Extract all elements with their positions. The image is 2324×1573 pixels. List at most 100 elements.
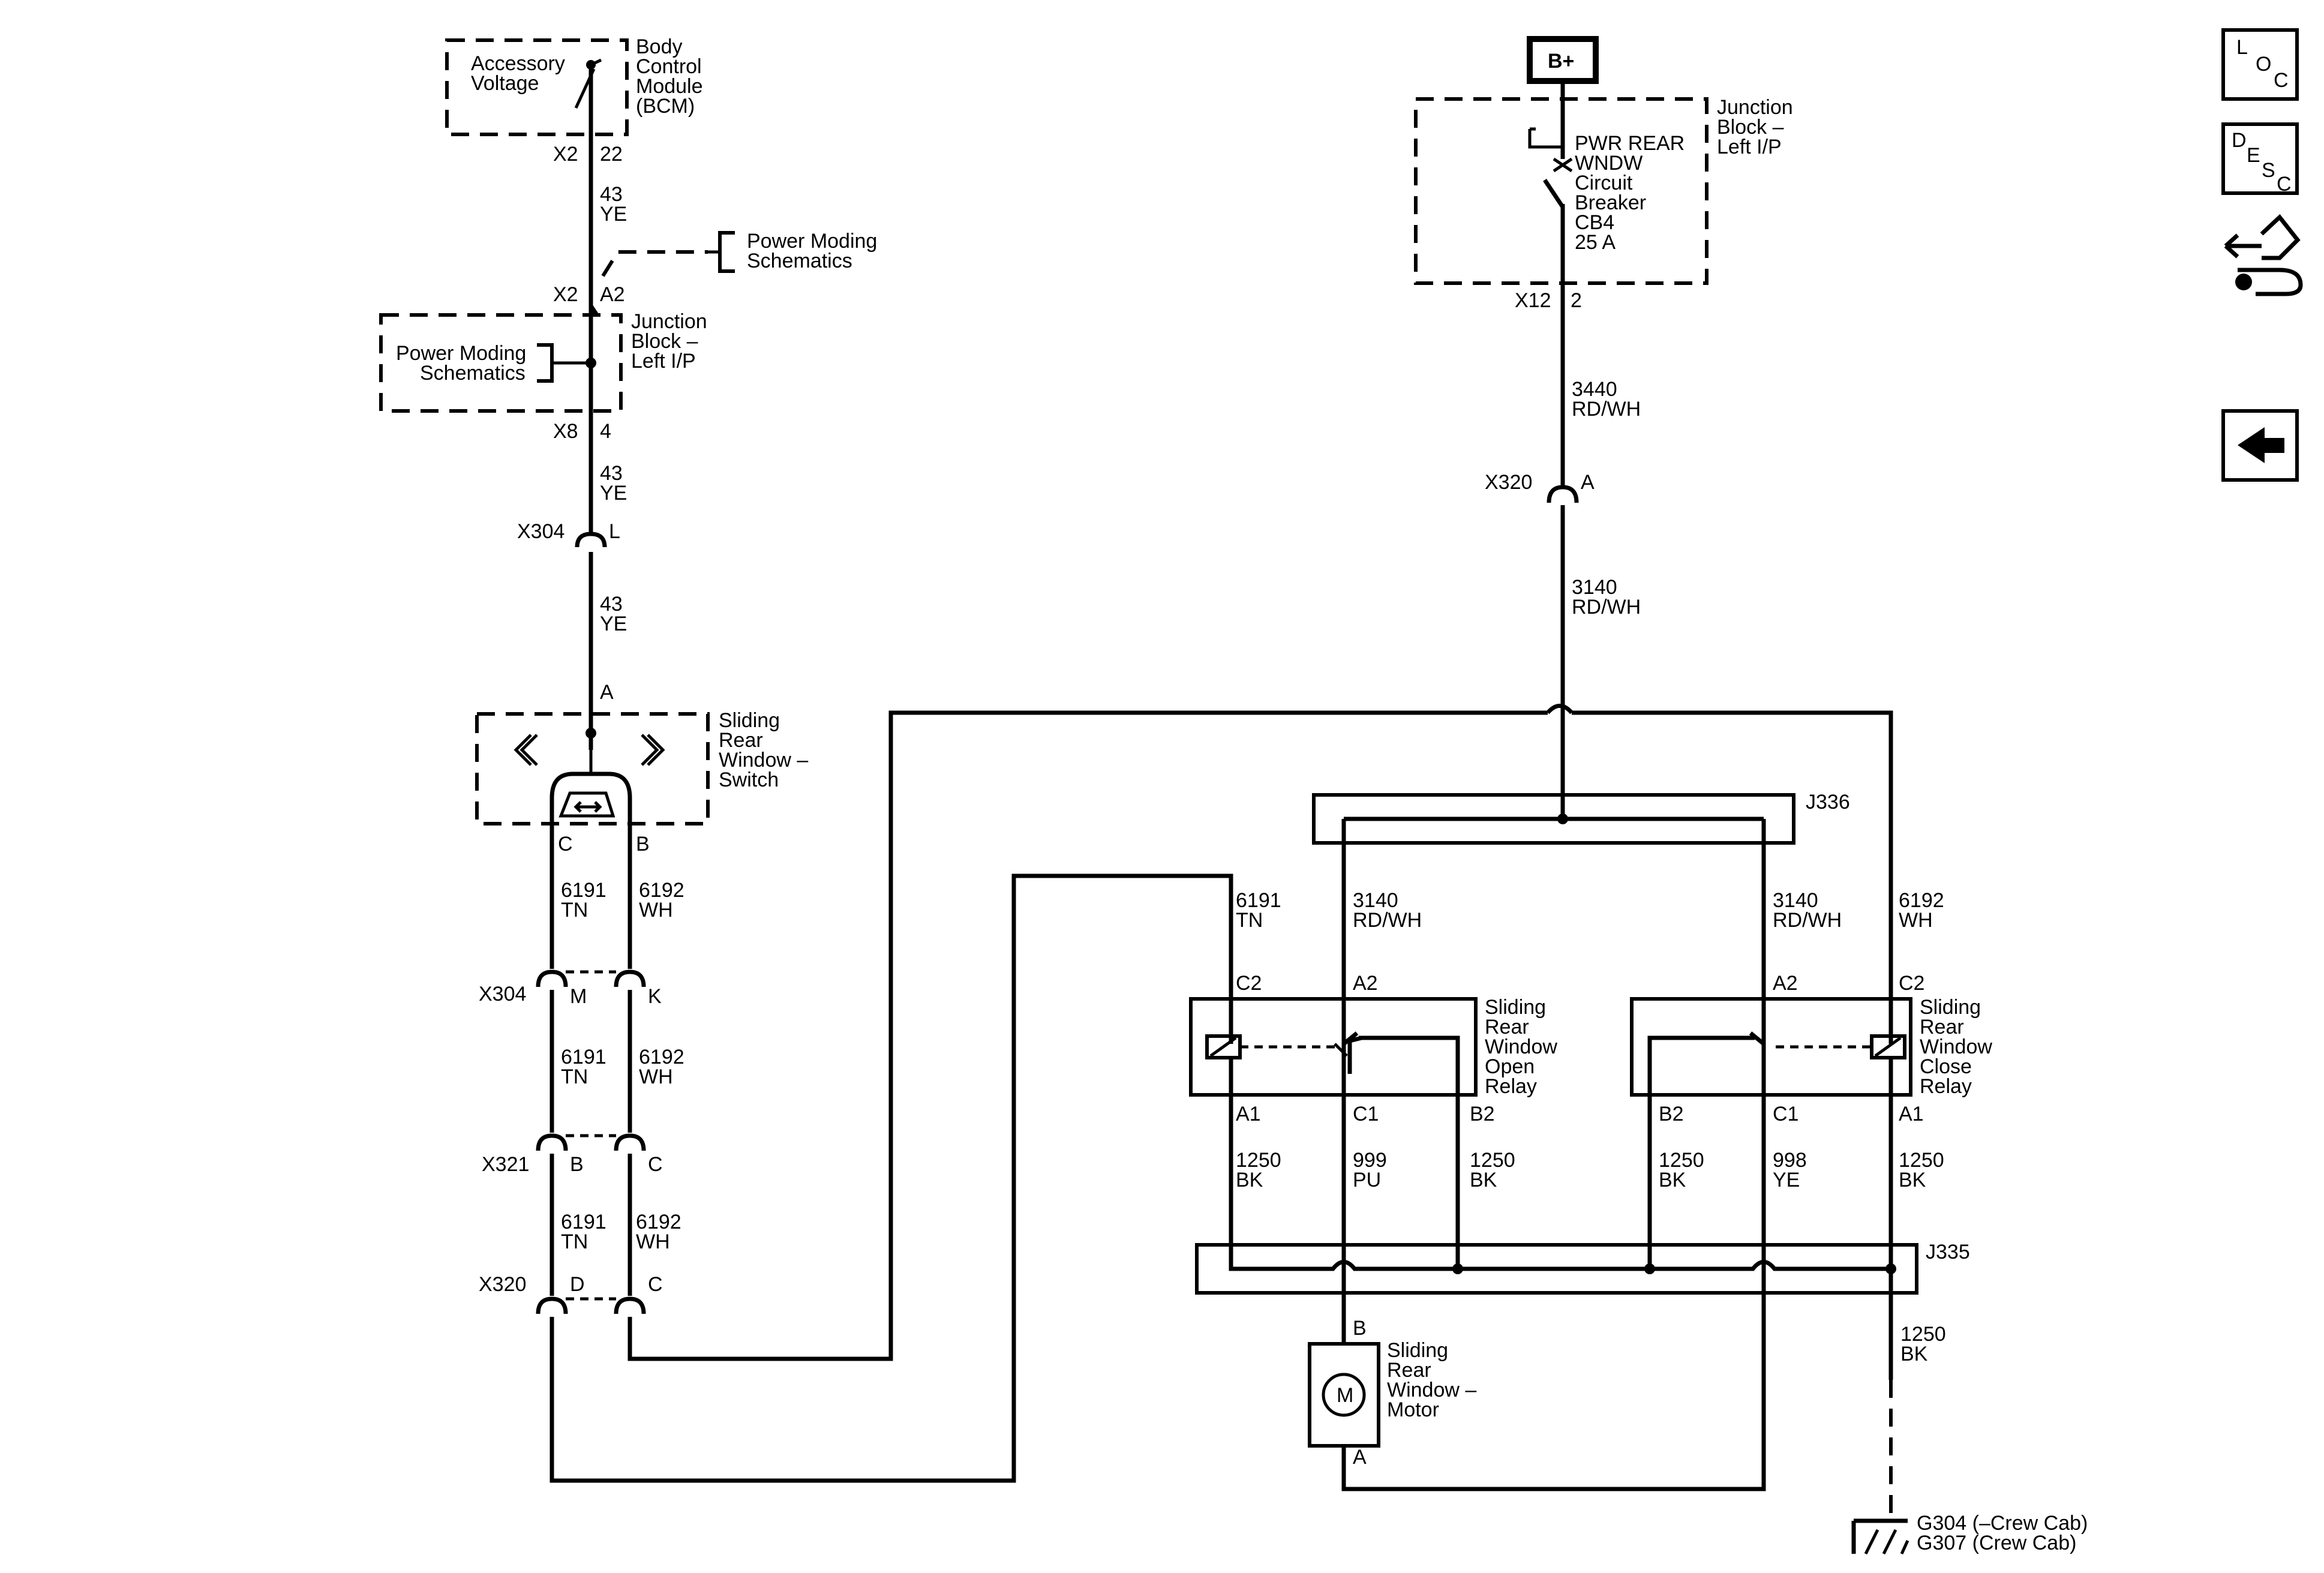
svg-text:6191: 6191	[1236, 889, 1281, 912]
svg-text:BK: BK	[1659, 1169, 1686, 1191]
svg-text:Schematics: Schematics	[747, 250, 852, 272]
svg-text:999: 999	[1353, 1149, 1387, 1172]
svg-text:TN: TN	[1236, 909, 1263, 932]
motor-m-symbol: M	[1337, 1384, 1353, 1407]
svg-text:D: D	[570, 1273, 585, 1296]
svg-text:3140: 3140	[1353, 889, 1398, 912]
svg-text:TN: TN	[561, 1065, 588, 1088]
junction-block-left: X2 A2 Power Moding Schematics Junction B…	[379, 283, 707, 443]
svg-text:Sliding: Sliding	[719, 709, 780, 732]
svg-text:A: A	[1353, 1446, 1367, 1469]
svg-text:YE: YE	[1773, 1169, 1800, 1191]
svg-text:PWR REAR: PWR REAR	[1575, 132, 1685, 155]
svg-text:BK: BK	[1899, 1169, 1926, 1191]
svg-text:A2: A2	[1353, 972, 1378, 995]
svg-text:1250: 1250	[1899, 1149, 1944, 1172]
bcm-pin: 22	[600, 143, 623, 166]
loc-button[interactable]: L O C	[2221, 28, 2299, 101]
svg-text:Window: Window	[1485, 1035, 1557, 1058]
desc-button[interactable]: D E S C	[2221, 122, 2299, 196]
svg-text:6192: 6192	[636, 1211, 681, 1233]
svg-text:A1: A1	[1236, 1103, 1261, 1125]
bcm-module: Accessory Voltage Body Control Module (B…	[445, 35, 703, 166]
svg-text:WH: WH	[1899, 909, 1933, 932]
svg-text:C: C	[648, 1153, 663, 1176]
svg-text:Power Moding: Power Moding	[747, 230, 877, 253]
svg-text:Power Moding: Power Moding	[396, 342, 526, 365]
connector-hand-icon[interactable]	[2224, 214, 2303, 296]
svg-text:2: 2	[1571, 289, 1582, 312]
svg-text:BK: BK	[1236, 1169, 1263, 1191]
svg-text:WH: WH	[636, 1230, 670, 1253]
svg-text:25 A: 25 A	[1575, 231, 1616, 254]
svg-text:TN: TN	[561, 899, 588, 921]
svg-text:B+: B+	[1548, 50, 1574, 73]
svg-text:BK: BK	[1470, 1169, 1497, 1191]
svg-text:3140: 3140	[1773, 889, 1818, 912]
bcm-accessory-label: Accessory	[471, 52, 565, 75]
svg-text:Close: Close	[1920, 1055, 1972, 1078]
svg-text:Sliding: Sliding	[1920, 996, 1981, 1019]
svg-text:Block –: Block –	[1717, 116, 1784, 139]
svg-text:Block –: Block –	[631, 330, 698, 353]
ground-wire: 1250 BK G304 (–Crew Cab) G307 (Crew Cab)	[1851, 1323, 2088, 1555]
back-arrow-icon[interactable]	[2221, 409, 2299, 482]
svg-text:WNDW: WNDW	[1575, 152, 1643, 175]
svg-text:Left I/P: Left I/P	[1717, 136, 1782, 158]
svg-text:1250: 1250	[1659, 1149, 1704, 1172]
chevron-left-icon	[514, 734, 538, 766]
svg-text:Body: Body	[636, 35, 683, 58]
svg-text:Window –: Window –	[1387, 1379, 1476, 1401]
svg-text:PU: PU	[1353, 1169, 1381, 1191]
svg-text:YE: YE	[600, 613, 627, 635]
junction-block-right: Junction Block – Left I/P PWR REAR WNDW …	[1414, 96, 1793, 312]
svg-text:Sliding: Sliding	[1387, 1339, 1448, 1362]
x320-right-connector: X320 A	[1485, 471, 1595, 503]
svg-text:Window –: Window –	[719, 749, 808, 772]
svg-text:X304: X304	[479, 983, 526, 1005]
svg-text:Breaker: Breaker	[1575, 191, 1646, 214]
svg-text:6191: 6191	[561, 879, 606, 902]
svg-text:L: L	[2236, 36, 2248, 59]
svg-text:O: O	[2256, 53, 2271, 76]
svg-text:Rear: Rear	[1485, 1016, 1529, 1038]
svg-text:WH: WH	[639, 899, 673, 921]
svg-text:C2: C2	[1236, 972, 1262, 995]
svg-text:B: B	[636, 833, 650, 855]
svg-text:RD/WH: RD/WH	[1572, 398, 1641, 421]
j336-splice: J336	[1312, 791, 1850, 1044]
sliding-window-switch: A Sliding Rear Window – Switch C B	[475, 681, 808, 864]
svg-text:A: A	[1581, 471, 1595, 494]
bcm-voltage-label: Voltage	[471, 72, 539, 95]
svg-text:1250: 1250	[1470, 1149, 1515, 1172]
svg-text:Relay: Relay	[1485, 1075, 1537, 1098]
svg-text:Motor: Motor	[1387, 1398, 1439, 1421]
open-relay: 6191 TN 3140 RD/WH C2 A2 Sliding Rear Wi…	[1189, 889, 1557, 1191]
svg-text:M: M	[570, 985, 587, 1008]
svg-text:6192: 6192	[639, 1046, 684, 1068]
svg-text:B: B	[570, 1153, 584, 1176]
svg-text:X2: X2	[553, 283, 578, 306]
j335-splice: J335	[1195, 1110, 1970, 1380]
svg-text:C: C	[2277, 173, 2292, 196]
svg-text:3140: 3140	[1572, 576, 1617, 599]
svg-text:Switch: Switch	[719, 769, 779, 791]
svg-text:X321: X321	[482, 1153, 529, 1176]
svg-text:Rear: Rear	[719, 729, 763, 752]
svg-text:A2: A2	[1773, 972, 1798, 995]
svg-text:3440: 3440	[1572, 378, 1617, 401]
svg-text:998: 998	[1773, 1149, 1807, 1172]
svg-text:C: C	[648, 1273, 663, 1296]
svg-text:K: K	[648, 985, 662, 1008]
svg-text:YE: YE	[600, 203, 627, 226]
svg-text:YE: YE	[600, 482, 627, 505]
svg-text:BK: BK	[1900, 1343, 1928, 1365]
svg-text:A1: A1	[1899, 1103, 1924, 1125]
svg-text:X320: X320	[479, 1273, 526, 1296]
svg-text:Module: Module	[636, 75, 703, 98]
svg-text:6192: 6192	[639, 879, 684, 902]
chevron-right-icon	[641, 734, 665, 766]
svg-text:CB4: CB4	[1575, 211, 1614, 234]
x304-top-connector: X304 L	[517, 520, 620, 567]
